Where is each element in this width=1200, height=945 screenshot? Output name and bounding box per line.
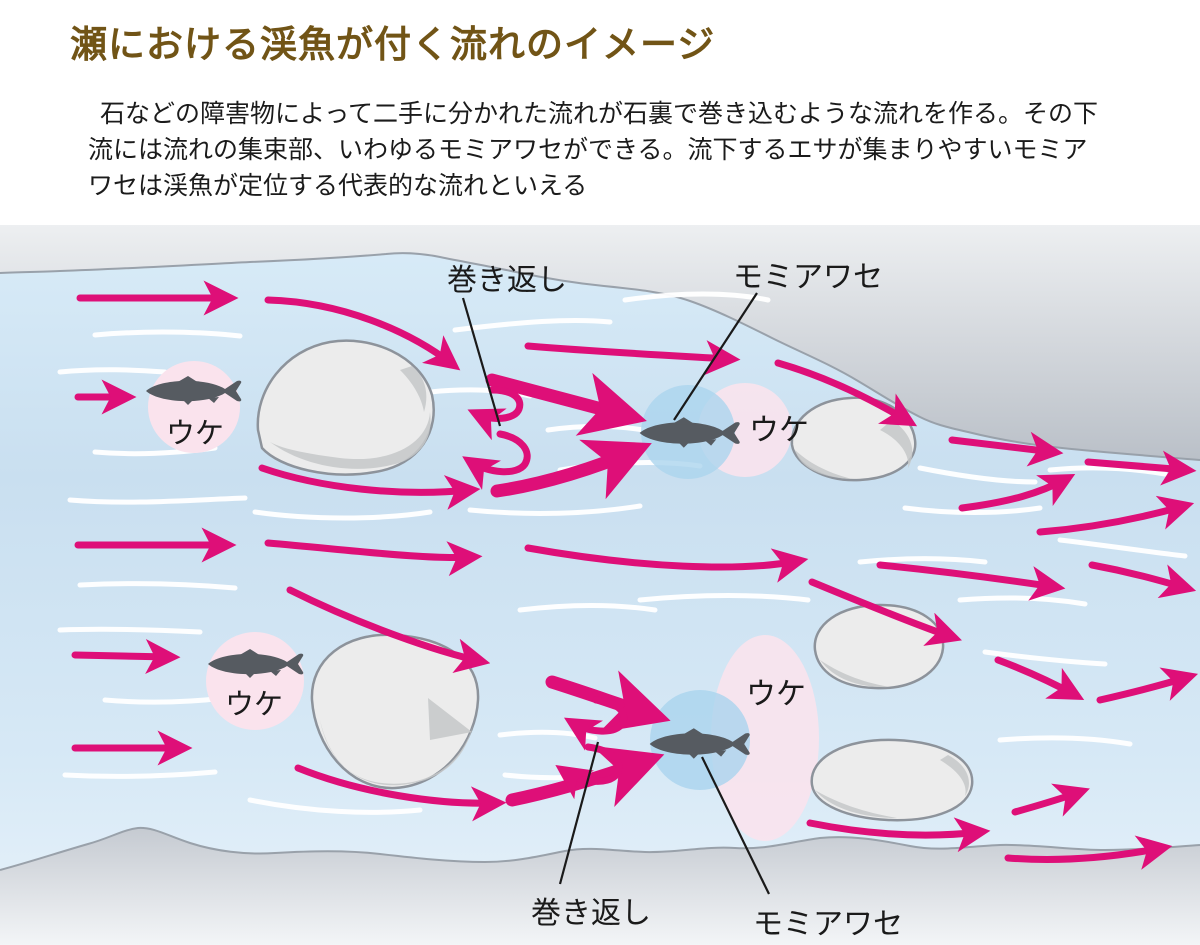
rock-top-right (790, 396, 917, 482)
eddy-arrow (462, 430, 531, 490)
flow-arrow (774, 359, 918, 427)
rock-shape (256, 339, 435, 476)
rock-shading (270, 412, 431, 469)
rock-shape (813, 603, 945, 690)
eddy-arrow (467, 386, 524, 441)
rock-shading (820, 660, 890, 688)
flow-arrow (264, 539, 483, 577)
label-pointer-line (558, 741, 600, 885)
rock-mid-right (813, 603, 945, 690)
uke-label-top-left: ウケ (166, 416, 224, 450)
flow-arrows (71, 280, 1199, 870)
current-line (1047, 465, 1168, 477)
flow-arrow (1088, 561, 1197, 599)
eddy-label-bottom: 巻き返し (531, 896, 651, 931)
current-line (467, 503, 643, 516)
flow-arrow (1011, 783, 1090, 817)
uke-label-bottom-confluence: ウケ (746, 677, 806, 712)
rock-shape (810, 738, 974, 822)
flow-arrow (1004, 835, 1173, 870)
current-line (252, 509, 433, 521)
current-line (77, 581, 238, 591)
eddy-arrow (555, 743, 623, 800)
top-bank-edge (0, 252, 1200, 461)
flow-arrow (294, 764, 507, 822)
label-pointer-line (701, 756, 770, 895)
current-line (517, 603, 658, 613)
rock-top-left (256, 339, 435, 476)
current-line (452, 317, 613, 333)
current-line (997, 735, 1133, 747)
rock-bottom-right (810, 738, 974, 822)
current-line (57, 367, 168, 375)
rocks (256, 339, 974, 822)
confluence-label-top: モミアワセ (733, 260, 883, 295)
flow-arrow (808, 578, 962, 646)
flow-arrow (958, 474, 1076, 512)
uke-highlight-bottom-confluence (711, 635, 819, 841)
current-line (957, 595, 1088, 607)
current-line (857, 556, 988, 565)
converging-arrow (485, 372, 647, 436)
eddy-arrow (563, 696, 628, 751)
current-line (902, 505, 1043, 515)
current-line (637, 593, 811, 603)
flow-arrow (524, 340, 741, 376)
confluence-label-bottom: モミアワセ (753, 907, 903, 942)
flow-arrow (71, 638, 181, 674)
flow-arrow (876, 561, 1066, 601)
current-line (1057, 537, 1188, 559)
rock-shape (310, 633, 480, 790)
uke-label-top-confluence: ウケ (749, 413, 809, 448)
label-pointer-line (673, 292, 758, 421)
current-line (67, 495, 248, 505)
rock-shading (815, 790, 897, 818)
page-title: 瀬における渓魚が付く流れのイメージ (70, 23, 716, 66)
description-text: 石などの障害物によって二手に分かれた流れが石裏で巻き込むような流れを作る。その下… (88, 99, 1099, 200)
uke-label-bottom-left: ウケ (225, 687, 283, 721)
rock-bottom-left (310, 633, 480, 790)
current-line (247, 797, 423, 815)
flow-arrow (258, 464, 481, 510)
flow-arrow (264, 296, 461, 371)
flow-arrow (524, 544, 809, 583)
flow-arrow (1096, 667, 1199, 704)
rock-shading (940, 755, 969, 796)
converging-arrow (490, 439, 652, 500)
rock-shading (795, 450, 852, 479)
eddy-label-top: 巻き返し (447, 263, 567, 298)
current-line (92, 329, 243, 339)
flow-arrow (286, 586, 491, 673)
flow-arrow (1084, 450, 1197, 486)
label-pointer-line (461, 297, 502, 427)
flow-arrow (806, 817, 991, 853)
flow-arrow (994, 656, 1085, 701)
flow-arrow (1036, 495, 1195, 536)
bottom-bank-shape (0, 827, 1200, 945)
rock-shading (428, 698, 472, 740)
rock-shading (880, 420, 913, 468)
flow-arrow (948, 431, 1064, 467)
current-line (982, 649, 1108, 667)
current-line (917, 465, 1038, 485)
rock-shading (400, 366, 427, 412)
current-line (62, 769, 218, 779)
header: 瀬における渓魚が付く流れのイメージ 石などの障害物によって二手に分かれた流れが石… (0, 14, 1200, 204)
current-line (57, 626, 203, 635)
